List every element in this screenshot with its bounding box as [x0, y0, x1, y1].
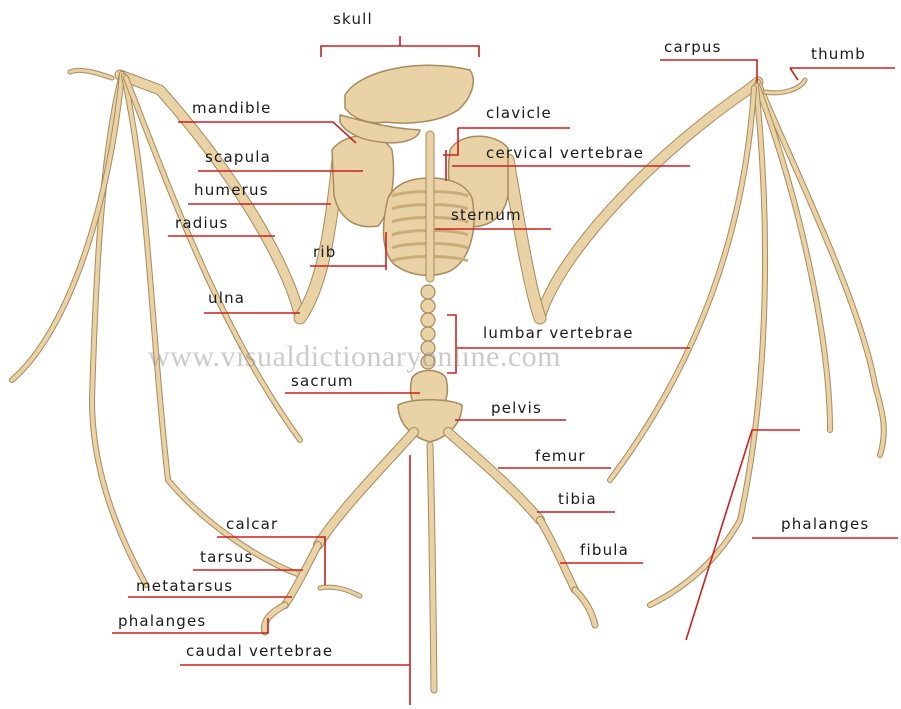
label-sternum: sternum: [451, 206, 522, 224]
label-rib: rib: [313, 243, 336, 261]
right-femur-bone: [448, 432, 540, 520]
lumbar-vertebra-1: [421, 285, 435, 299]
label-tibia: tibia: [558, 490, 597, 508]
label-mandible: mandible: [192, 99, 272, 117]
thumb-leader-tick: [790, 68, 798, 80]
right-tibia-bone: [540, 520, 575, 590]
label-pelvis: pelvis: [491, 399, 542, 417]
label-thumb: thumb: [811, 45, 866, 63]
skull-bracket: [321, 46, 479, 57]
label-tarsus: tarsus: [200, 548, 254, 566]
label-clavicle: clavicle: [486, 104, 552, 122]
left-wing-digit-2: [12, 74, 122, 380]
left-femur-bone: [318, 432, 414, 545]
carpus-leader: [660, 60, 757, 82]
right-humerus-bone: [508, 160, 540, 318]
label-fibula: fibula: [580, 541, 629, 559]
skull-bone: [345, 65, 473, 123]
lumbar-vertebra-3: [421, 313, 435, 327]
label-metatarsus: metatarsus: [136, 577, 233, 595]
label-humerus: humerus: [194, 181, 269, 199]
label-radius: radius: [175, 214, 229, 232]
lumbar-vertebra-4: [421, 327, 435, 341]
label-skull: skull: [333, 10, 373, 28]
label-sacrum: sacrum: [291, 372, 354, 390]
label-scapula: scapula: [205, 148, 271, 166]
label-phalanges-wing: phalanges: [781, 515, 869, 533]
label-ulna: ulna: [208, 289, 245, 307]
label-femur: femur: [535, 447, 586, 465]
label-lumbar-vertebrae: lumbar vertebrae: [483, 324, 634, 342]
label-phalanges-foot: phalanges: [118, 612, 206, 630]
label-carpus: carpus: [664, 38, 722, 56]
wing-phalanges-bracket: [686, 430, 800, 640]
label-caudal-vertebrae: caudal vertebrae: [186, 642, 333, 660]
left-tibia-bone: [285, 545, 318, 605]
label-cervical-vertebrae: cervical vertebrae: [486, 144, 644, 162]
lumbar-vertebra-2: [421, 299, 435, 313]
left-wing-digit-2-outline: [12, 74, 122, 380]
label-calcar: calcar: [226, 515, 278, 533]
right-forearm-bone: [540, 82, 758, 318]
right-forearm-bone-outline: [540, 82, 758, 318]
left-calcar-bone: [320, 587, 360, 596]
watermark: www.visualdictionaryonline.com: [148, 340, 561, 374]
